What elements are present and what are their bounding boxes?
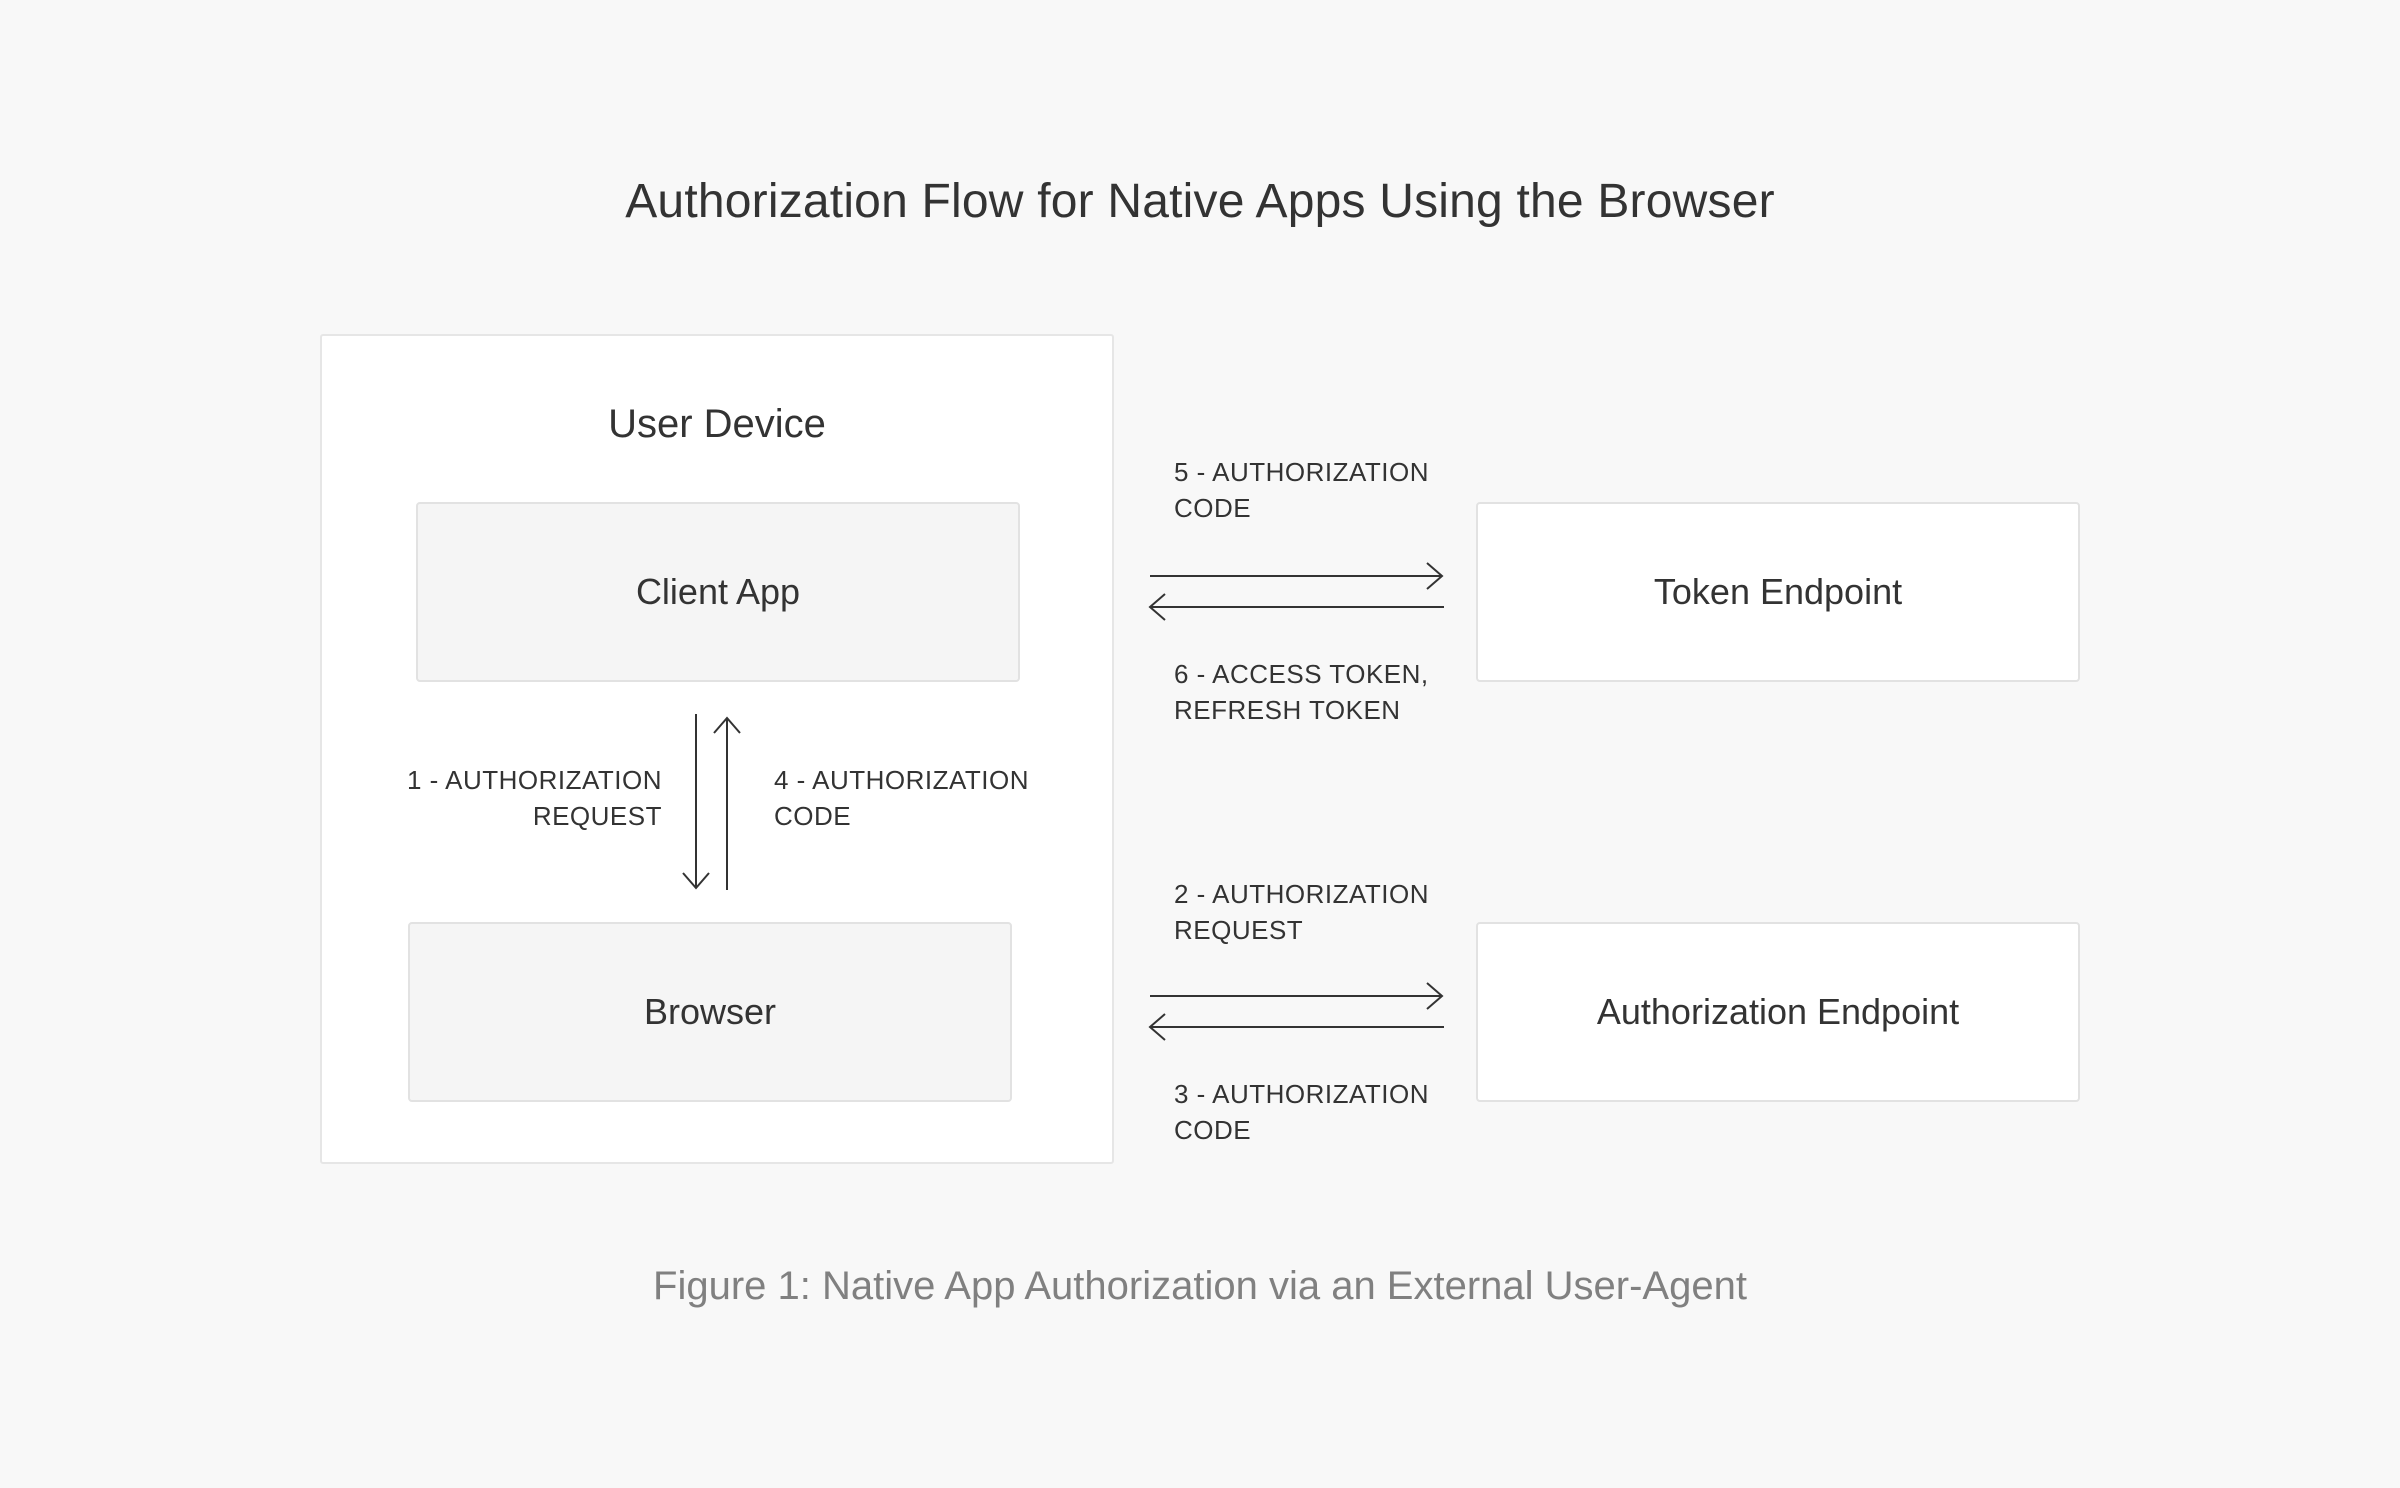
- arrow-step-5-right: [1150, 562, 1444, 590]
- browser-label: Browser: [643, 991, 777, 1032]
- figure-caption: Figure 1: Native App Authorization via a…: [653, 1264, 1747, 1308]
- arrow-step-2-right: [1150, 982, 1444, 1010]
- browser-box: Browser: [408, 922, 1012, 1102]
- step-6-label: 6 - ACCESS TOKEN, REFRESH TOKEN: [1174, 659, 1429, 725]
- token-endpoint-box: Token Endpoint: [1476, 502, 2080, 682]
- authorization-endpoint-label: Authorization Endpoint: [1596, 991, 1960, 1032]
- step-5-label: 5 - AUTHORIZATION CODE: [1174, 457, 1430, 523]
- arrow-step-3-left: [1148, 1013, 1444, 1041]
- step-4-label: 4 - AUTHORIZATION CODE: [774, 765, 1030, 831]
- diagram-title: Authorization Flow for Native Apps Using…: [625, 175, 1775, 228]
- arrow-step-6-left: [1148, 593, 1444, 621]
- authorization-endpoint-box: Authorization Endpoint: [1476, 922, 2080, 1102]
- step-1-label: 1 - AUTHORIZATION REQUEST: [406, 765, 662, 831]
- client-app-box: Client App: [416, 502, 1020, 682]
- user-device-title: User Device: [608, 402, 826, 446]
- step-3-label: 3 - AUTHORIZATION CODE: [1174, 1079, 1430, 1145]
- client-app-label: Client App: [635, 571, 801, 612]
- token-endpoint-label: Token Endpoint: [1653, 571, 1903, 612]
- step-2-label: 2 - AUTHORIZATION REQUEST: [1174, 879, 1430, 945]
